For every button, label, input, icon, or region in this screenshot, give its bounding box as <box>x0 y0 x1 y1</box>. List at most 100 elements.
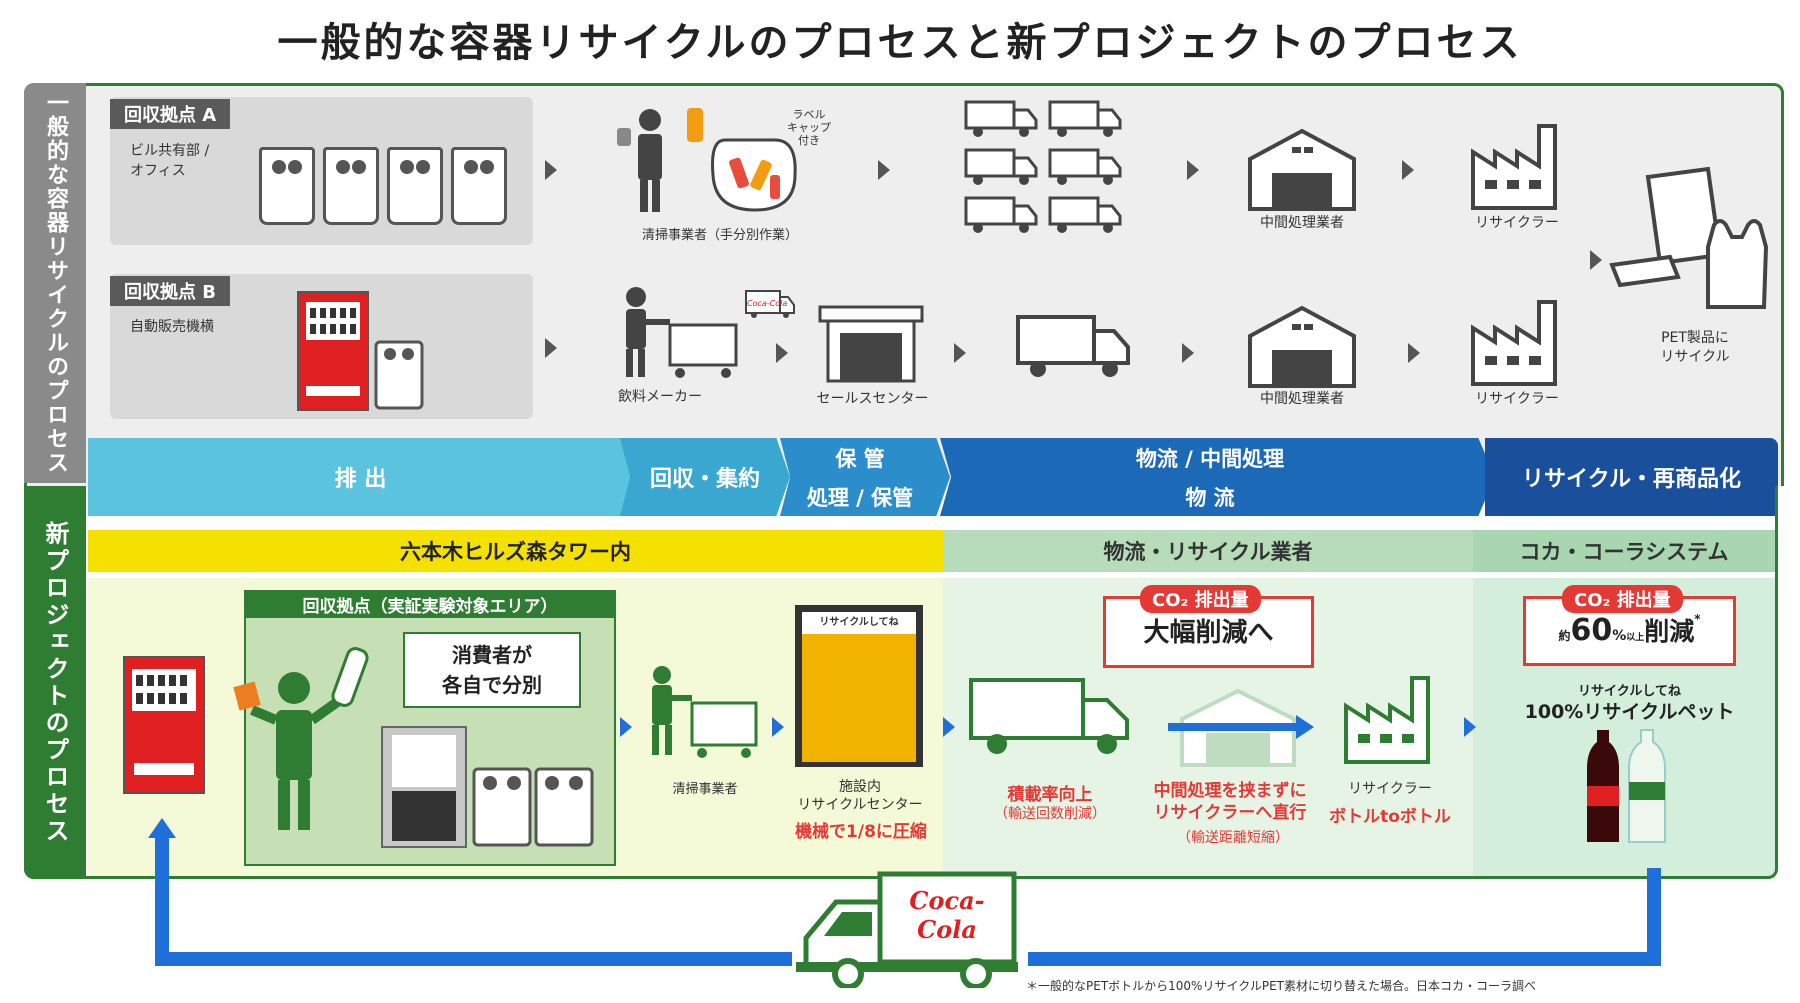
factory-icon <box>1344 676 1430 764</box>
loop-line-left <box>155 836 169 966</box>
trash-bin-icon <box>259 147 315 225</box>
site-a-desc-1: ビル共有部 / <box>130 143 210 159</box>
factory-icon <box>1471 300 1557 386</box>
sales-center-icon <box>818 305 924 383</box>
bag-label-line-1: ラベル <box>792 108 826 121</box>
co2-star: * <box>1694 612 1701 626</box>
facility-line-1: 施設内 <box>839 779 881 795</box>
compactor-body <box>802 612 916 762</box>
intermediate-processor-label-a: 中間処理業者 <box>1260 215 1344 231</box>
load-rate-note: 積載率向上 <box>1007 785 1093 805</box>
cleaner-label-new: 清掃事業者 <box>672 782 738 797</box>
arrow-right-icon <box>1590 250 1602 270</box>
bottles-icon <box>1587 729 1666 843</box>
facility-label: 施設内 リサイクルセンター <box>780 778 940 814</box>
co2-tag: CO₂ 排出量 <box>1140 585 1261 613</box>
vending-machine-icon <box>297 291 424 411</box>
collection-point-header: 回収拠点（実証実験対象エリア） <box>244 590 616 618</box>
recycle-station-icon <box>381 726 594 848</box>
recycler-label-b: リサイクラー <box>1475 391 1559 407</box>
bubble-line-1: 消費者が <box>452 643 532 667</box>
direct-note: 中間処理を挟まずに リサイクラーへ直行 <box>1140 780 1320 824</box>
loop-line-bottom-right <box>1028 952 1661 966</box>
arrow-right-icon <box>1464 717 1476 737</box>
co2-unit-sub: 以上 <box>1626 633 1645 643</box>
beverage-maker-label: 飲料メーカー <box>618 389 702 405</box>
co2-word: 削減 <box>1644 617 1695 646</box>
cleaner-label-a: 清掃事業者（手分別作業） <box>641 228 798 243</box>
bag-label-line-3: 付き <box>798 134 820 147</box>
zone-hills-header: 六本木ヒルズ森タワー内 <box>88 530 943 572</box>
consumer-sorting-icon <box>233 647 369 830</box>
co2-tag-2: CO₂ 排出量 <box>1562 585 1683 613</box>
arrow-right-icon <box>620 717 632 737</box>
page-title: 一般的な容器リサイクルのプロセスと新プロジェクトのプロセス <box>277 20 1523 66</box>
stage-store-bg <box>780 438 950 516</box>
bubble-line-2: 各自で分別 <box>442 673 542 697</box>
arrow-right-icon <box>1182 343 1194 363</box>
trash-bin-icon <box>323 147 379 225</box>
truck-icon <box>1016 315 1130 377</box>
stage-logistics-mid: 物流 / 中間処理 <box>1135 446 1285 471</box>
intermediate-processor-label-b: 中間処理業者 <box>1260 391 1344 407</box>
truck-fleet-icon <box>964 100 1122 233</box>
zone-coke-header: コカ・コーラシステム <box>1473 530 1775 572</box>
site-b-tag: 回収拠点 B <box>110 276 230 306</box>
warehouse-icon <box>1248 305 1356 388</box>
direct-line-1: 中間処理を挟まずに <box>1153 781 1307 801</box>
pet-slogan-1: リサイクルしてね <box>1578 684 1681 699</box>
arrow-right-icon <box>545 160 557 180</box>
cleaner-with-bag-icon <box>617 108 797 212</box>
skipped-warehouse-icon <box>1168 688 1314 767</box>
co2-prefix: 約 <box>1558 629 1571 643</box>
general-process-label: 一般的な容器リサイクルのプロセス <box>24 83 86 483</box>
co2-60-text: 約60%以上削減* <box>1523 612 1736 648</box>
sales-center-label: セールスセンター <box>816 391 929 407</box>
site-b-desc: 自動販売機横 <box>130 319 214 335</box>
recycler-label-new: リサイクラー <box>1348 781 1432 797</box>
pet-result-label: PET製品に リサイクル <box>1640 329 1750 367</box>
coca-cola-truck-icon <box>796 871 1018 988</box>
cleaner-cart-icon <box>652 666 758 758</box>
stage-logistics: 物 流 <box>1185 485 1235 510</box>
arrow-right-icon <box>1408 343 1420 363</box>
arrow-right-icon <box>772 717 784 737</box>
pet-result-line-1: PET製品に <box>1661 330 1729 346</box>
factory-icon <box>1471 124 1557 210</box>
truck-logo: Coca-Cola <box>909 886 985 944</box>
site-a-desc-2: オフィス <box>130 163 186 179</box>
stage-emit: 排 出 <box>88 438 633 516</box>
arrow-right-icon <box>1402 160 1414 180</box>
stage-collect: 回収・集約 <box>620 438 790 516</box>
arrow-right-icon <box>954 343 966 363</box>
speech-bubble: 消費者が 各自で分別 <box>403 632 581 708</box>
arrow-right-icon <box>943 717 955 737</box>
bag-label-note: ラベル キャップ 付き <box>787 108 831 147</box>
beverage-worker-cart-icon <box>626 287 795 378</box>
bottle-to-bottle: ボトルtoボトル <box>1329 807 1451 827</box>
warehouse-icon <box>1248 128 1356 211</box>
bag-label-line-2: キャップ <box>787 121 831 134</box>
pet-result-line-2: リサイクル <box>1660 349 1730 365</box>
compactor-label: リサイクルしてね <box>802 612 916 634</box>
pet-products-icon <box>1609 166 1768 309</box>
stage-recycle: リサイクル・再商品化 <box>1485 438 1778 516</box>
co2-unit: % <box>1612 628 1627 644</box>
facility-line-2: リサイクルセンター <box>797 797 923 813</box>
co2-value: 60 <box>1570 613 1613 648</box>
vending-machine-icon <box>123 656 205 794</box>
stage-store: 保 管 <box>835 446 885 471</box>
recycler-label-a: リサイクラー <box>1475 215 1559 231</box>
delivery-truck-icon <box>969 678 1129 754</box>
new-process-label: 新プロジェクトのプロセス <box>24 486 86 879</box>
arrow-right-icon <box>878 160 890 180</box>
zone-logistics-header: 物流・リサイクル業者 <box>943 530 1473 572</box>
trash-bin-icon <box>451 147 507 225</box>
stage-logistics-bg <box>940 438 1495 516</box>
stage-process-store: 処理 / 保管 <box>806 485 914 510</box>
arrow-up-icon <box>148 818 176 838</box>
trash-bin-icon <box>387 147 443 225</box>
compress-note: 機械で1/8に圧縮 <box>795 822 927 842</box>
truck-logo-small: Coca-Cola <box>747 299 788 308</box>
footnote: ＊一般的なPETボトルから100%リサイクルPET素材に切り替えた場合。日本コカ… <box>1026 979 1537 993</box>
